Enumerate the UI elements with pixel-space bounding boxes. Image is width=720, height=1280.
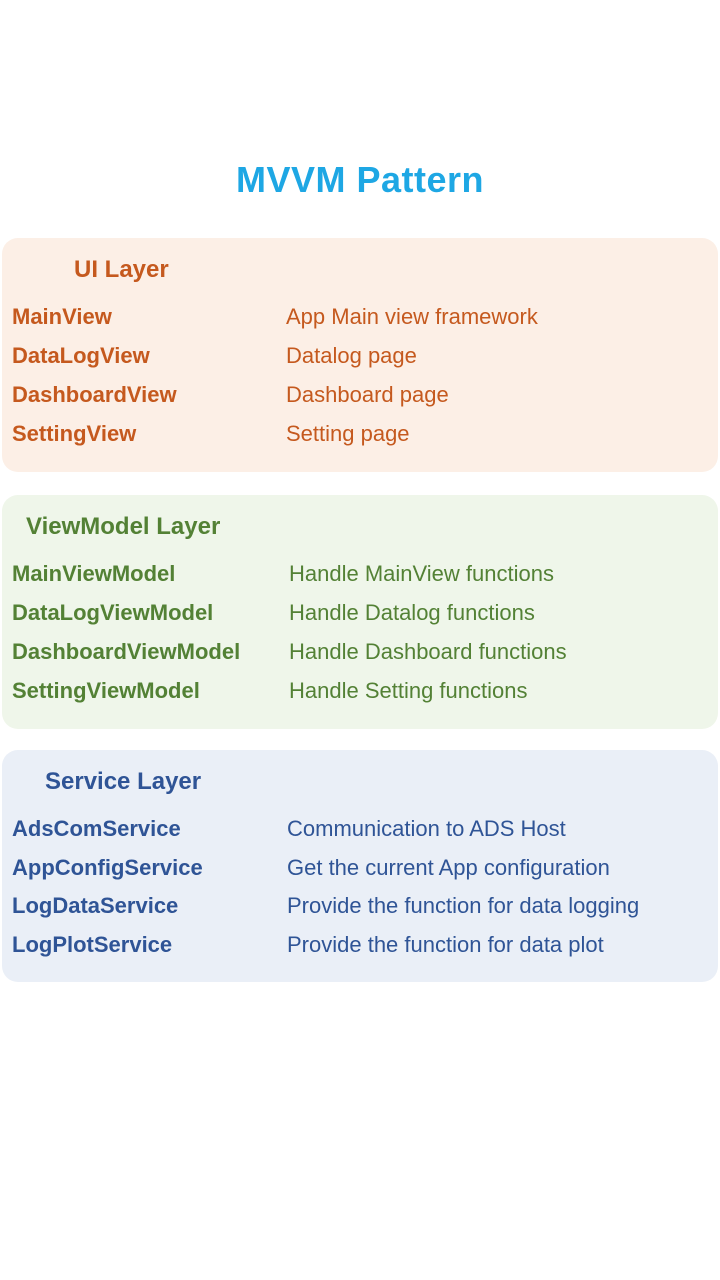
component-name: DataLogView xyxy=(12,343,150,368)
component-name: LogPlotService xyxy=(12,931,173,957)
component-description: Setting page xyxy=(286,421,410,446)
component-description: Get the current App configuration xyxy=(287,854,610,880)
component-name: SettingView xyxy=(12,421,137,446)
component-name: LogDataService xyxy=(12,893,179,918)
component-name: DataLogViewModel xyxy=(12,600,214,625)
layer-title: Service Layer xyxy=(45,768,202,795)
component-row: MainView App Main view framework xyxy=(12,300,708,339)
component-description: Provide the function for data plot xyxy=(287,931,604,957)
component-description: Handle Datalog functions xyxy=(289,600,535,625)
component-list: MainView App Main view framework DataLog… xyxy=(12,300,708,456)
component-name: SettingViewModel xyxy=(12,678,200,703)
component-row: AdsComService Communication to ADS Host xyxy=(12,812,708,851)
component-row: LogPlotService Provide the function for … xyxy=(12,928,708,967)
component-description: Handle Dashboard functions xyxy=(289,639,567,664)
component-description: Handle Setting functions xyxy=(289,678,528,703)
component-row: DashboardViewModel Handle Dashboard func… xyxy=(12,635,708,674)
layer-title: UI Layer xyxy=(74,256,169,283)
component-name: DashboardView xyxy=(12,382,177,407)
component-row: LogDataService Provide the function for … xyxy=(12,889,708,928)
viewmodel-layer-panel: ViewModel Layer MainViewModel Handle Mai… xyxy=(2,495,718,729)
component-list: MainViewModel Handle MainView functions … xyxy=(12,557,708,713)
layer-title: ViewModel Layer xyxy=(26,513,221,540)
component-row: AppConfigService Get the current App con… xyxy=(12,851,708,890)
component-row: DashboardView Dashboard page xyxy=(12,378,708,417)
component-row: SettingViewModel Handle Setting function… xyxy=(12,674,708,713)
component-name: AdsComService xyxy=(12,816,181,841)
component-name: DashboardViewModel xyxy=(12,639,241,664)
component-description: Datalog page xyxy=(286,343,417,368)
service-layer-panel: Service Layer AdsComService Communicatio… xyxy=(2,750,718,982)
component-description: Dashboard page xyxy=(286,382,449,407)
component-list: AdsComService Communication to ADS Host … xyxy=(12,812,708,966)
page-title: MVVM Pattern xyxy=(235,159,485,200)
component-row: DataLogView Datalog page xyxy=(12,339,708,378)
component-description: Communication to ADS Host xyxy=(287,816,566,841)
ui-layer-panel: UI Layer MainView App Main view framewor… xyxy=(2,238,718,472)
component-description: Provide the function for data logging xyxy=(287,893,640,918)
component-name: MainView xyxy=(12,304,112,329)
component-row: SettingView Setting page xyxy=(12,417,708,456)
component-name: MainViewModel xyxy=(12,561,176,586)
component-name: AppConfigService xyxy=(12,854,203,880)
component-description: App Main view framework xyxy=(286,304,538,329)
component-row: DataLogViewModel Handle Datalog function… xyxy=(12,596,708,635)
component-description: Handle MainView functions xyxy=(289,561,554,586)
component-row: MainViewModel Handle MainView functions xyxy=(12,557,708,596)
